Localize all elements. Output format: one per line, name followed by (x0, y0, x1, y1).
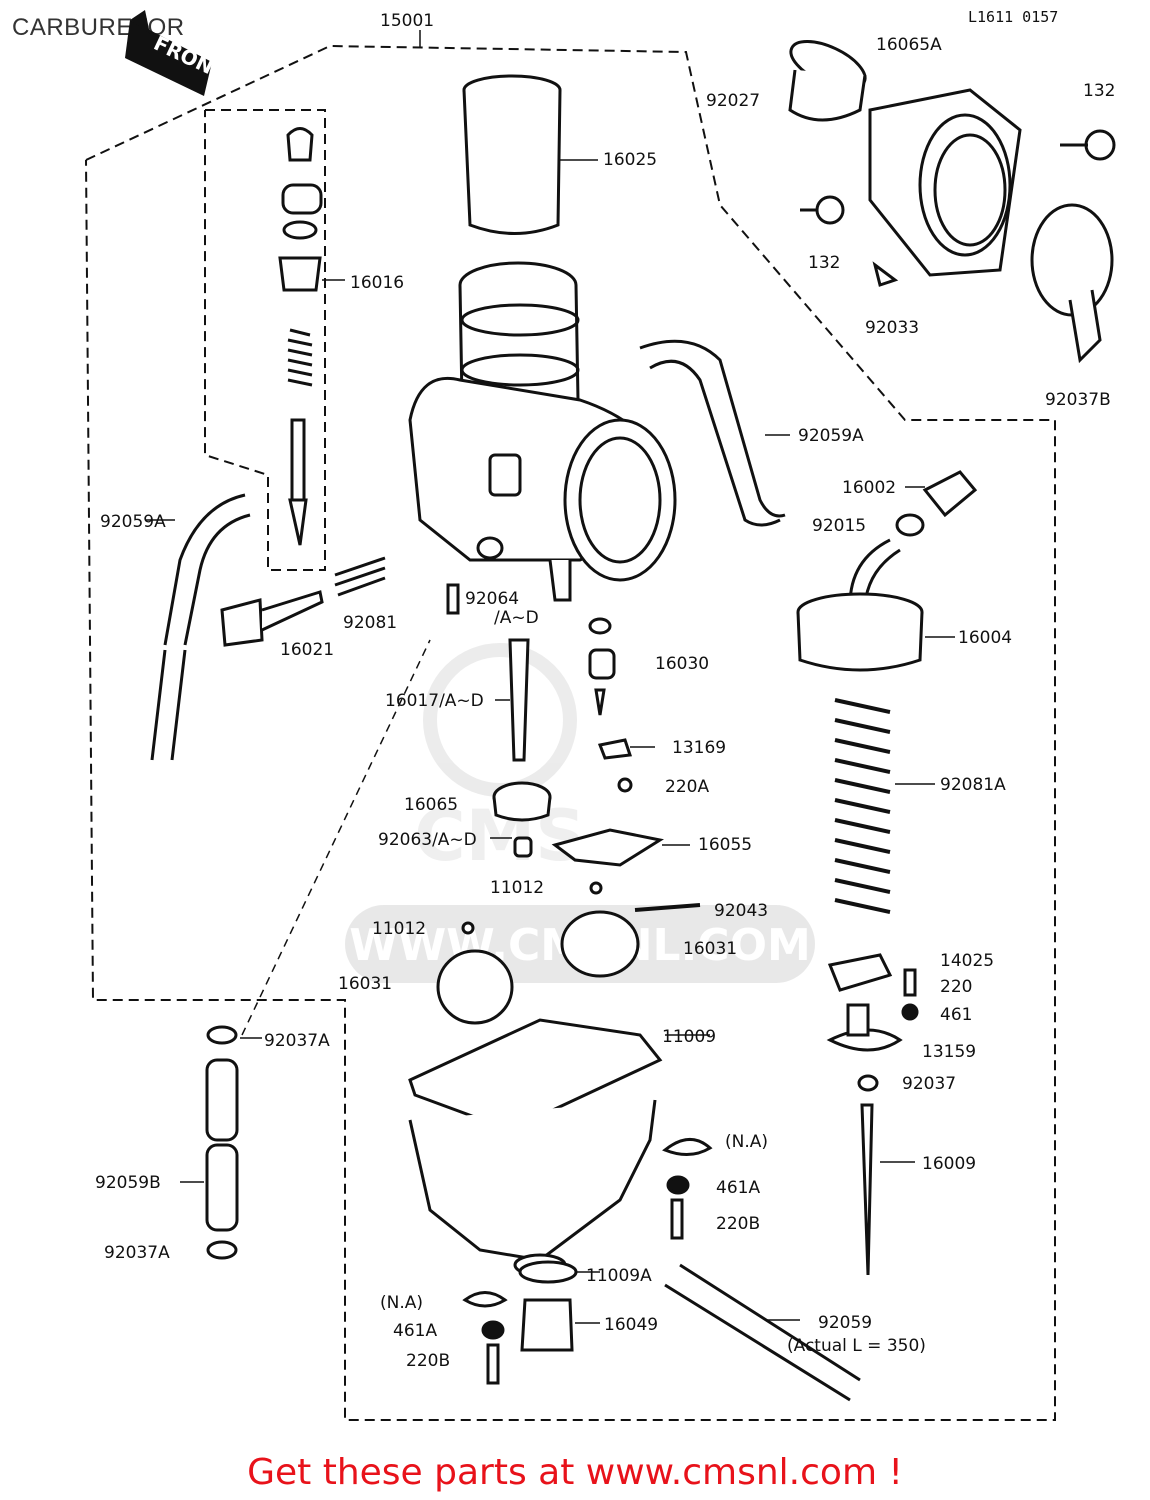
part-float-assembly (436, 828, 701, 1025)
label-16021: 16021 (280, 640, 334, 660)
part-overflow-hose-92059 (664, 1263, 861, 1402)
label-16004: 16004 (958, 628, 1012, 648)
label-16031-left: 16031 (338, 974, 392, 994)
part-stack-16016 (278, 127, 345, 546)
label-92027: 92027 (706, 91, 760, 111)
label-16049: 16049 (604, 1315, 658, 1335)
label-220B-right: 220B (716, 1214, 760, 1234)
label-92063: 92063/A~D (378, 830, 477, 850)
label-11012-a: 11012 (490, 878, 544, 898)
label-16025: 16025 (603, 150, 657, 170)
label-11009: 11009 (662, 1027, 716, 1047)
label-13169: 13169 (672, 738, 726, 758)
label-actual-length: (Actual L = 350) (787, 1336, 926, 1356)
part-float-bowl-11009 (408, 1018, 710, 1277)
label-92081: 92081 (343, 613, 397, 633)
part-hose-92059A-right (639, 339, 790, 527)
label-16055: 16055 (698, 835, 752, 855)
part-drain-plug-16049 (518, 1260, 600, 1352)
label-16002: 16002 (842, 478, 896, 498)
part-bowl-screws-left (462, 1291, 508, 1385)
part-spring-92081A (834, 698, 935, 914)
label-16030: 16030 (655, 654, 709, 674)
part-cap-16004 (796, 538, 955, 672)
part-idle-screw-16021 (220, 556, 386, 647)
label-13159: 13159 (922, 1042, 976, 1062)
diagram-ref-code: L1611 0157 (968, 8, 1059, 26)
label-16031-right: 16031 (683, 939, 737, 959)
part-vent-tube-92059B (180, 639, 431, 1260)
label-16065: 16065 (404, 795, 458, 815)
part-carburetor-body (408, 261, 677, 602)
part-needle-assembly (826, 953, 919, 1276)
label-132-top: 132 (1083, 81, 1115, 101)
label-92064: 92064 (465, 589, 519, 609)
part-labels: 15001 16065A 92027 132 132 92033 92037B … (95, 11, 1115, 1371)
label-16009: 16009 (922, 1154, 976, 1174)
part-hose-92059A-left (145, 493, 251, 761)
label-92037: 92037 (902, 1074, 956, 1094)
label-16065A: 16065A (876, 35, 942, 55)
label-92015: 92015 (812, 516, 866, 536)
footer-link[interactable]: Get these parts at www.cmsnl.com ! (247, 1452, 903, 1493)
label-92033: 92033 (865, 318, 919, 338)
label-132-left: 132 (808, 253, 840, 273)
label-14025: 14025 (940, 951, 994, 971)
label-461A-right: 461A (716, 1178, 760, 1198)
label-16016: 16016 (350, 273, 404, 293)
part-sleeve-16025 (462, 74, 598, 235)
label-461: 461 (940, 1005, 972, 1025)
label-92037B: 92037B (1045, 390, 1111, 410)
label-16017: 16017/A~D (385, 691, 484, 711)
label-220A: 220A (665, 777, 709, 797)
label-92059B: 92059B (95, 1173, 161, 1193)
label-11009A: 11009A (586, 1266, 652, 1286)
label-220: 220 (940, 977, 972, 997)
label-92059: 92059 (818, 1313, 872, 1333)
label-NA-left: (N.A) (380, 1293, 423, 1313)
part-jet-column (446, 583, 552, 858)
label-NA-right: (N.A) (725, 1132, 768, 1152)
label-92037A-top: 92037A (264, 1031, 330, 1051)
label-220B-left: 220B (406, 1351, 450, 1371)
part-bowl-screws-right (662, 1138, 713, 1240)
label-11012-b: 11012 (372, 919, 426, 939)
label-92059A-left: 92059A (100, 512, 166, 532)
label-92059A-right: 92059A (798, 426, 864, 446)
part-adjuster-16002 (895, 470, 978, 537)
label-15001: 15001 (380, 11, 434, 31)
part-float-valve-16030 (588, 617, 655, 793)
assembly-outline (85, 44, 1056, 1421)
label-92081A: 92081A (940, 775, 1006, 795)
label-92043: 92043 (714, 901, 768, 921)
front-arrow-sign: FRONT (125, 10, 230, 96)
label-92037A-bottom: 92037A (104, 1243, 170, 1263)
label-461A-left: 461A (393, 1321, 437, 1341)
label-A-D: /A~D (494, 608, 539, 628)
watermark: WWW.CMSNL.COM CMS (345, 643, 815, 983)
part-intake-16065A (788, 40, 1116, 364)
